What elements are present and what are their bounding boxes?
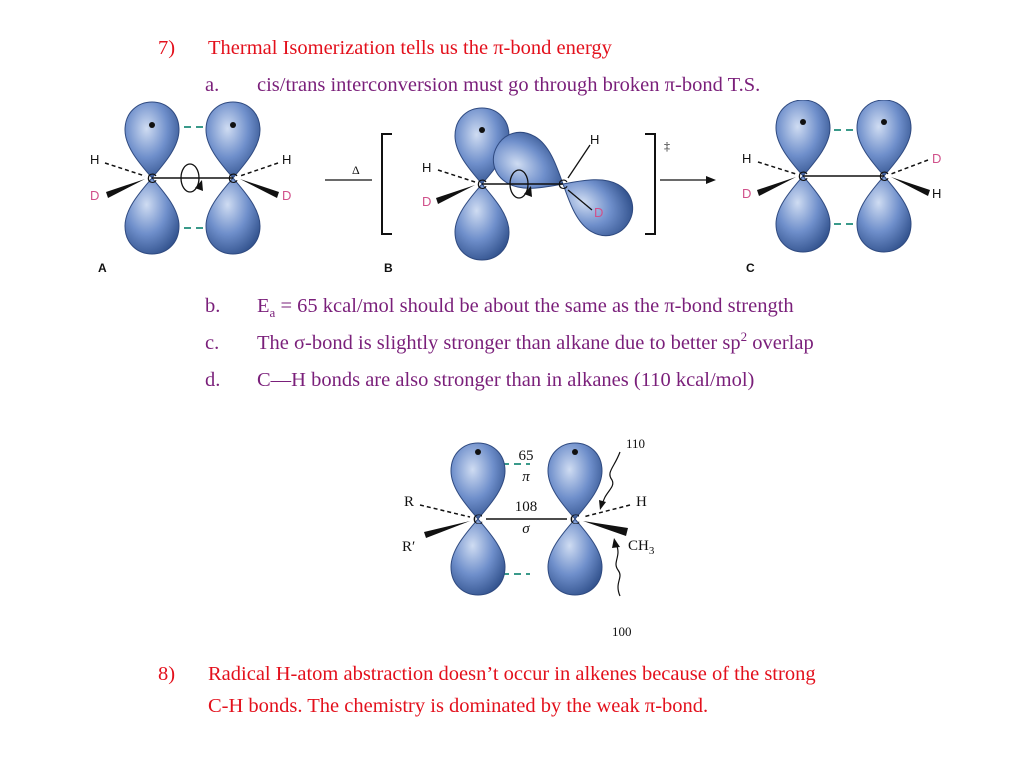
panel-a-d-left: D [90,188,99,203]
fig2-carbon-right: C [570,512,580,528]
item-7c-text-end: overlap [747,332,814,354]
item-7d-text: C—H bonds are also stronger than in alka… [257,369,755,391]
panel-a-h-left: H [90,152,99,167]
activation-energy-subscript: a [269,305,276,321]
panel-label-b: B [384,261,393,275]
panel-b-h-right: H [590,132,599,147]
item-7-text: Thermal Isomerization tells us the π-bon… [208,37,612,59]
fig2-carbon-left: C [473,512,483,528]
item-7a-marker: a. [205,74,220,96]
ch-energy-110: 110 [626,436,645,451]
panel-b-molecule: C C H D H D B [384,107,643,275]
panel-a-carbon-left: C [147,170,157,186]
substituent-h: H [636,494,647,510]
activation-energy-symbol: E [257,295,270,317]
pi-symbol: π [522,469,530,485]
panel-c-h-left: H [742,151,751,166]
panel-a-d-right: D [282,188,291,203]
item-8-number: 8) [158,663,176,685]
panel-c-d-right: D [932,151,941,166]
panel-c-molecule: C C H D D H C [742,100,941,275]
panel-a-carbon-right: C [228,170,238,186]
item-7-number: 7) [158,37,176,59]
item-7a-text: cis/trans interconversion must go throug… [257,74,761,96]
item-7d-marker: d. [205,369,221,391]
transition-state-symbol: ‡ [664,139,670,153]
item-7b-marker: b. [205,295,221,317]
substituent-ch3: CH3 [628,538,655,557]
item-8-text-line1: Radical H-atom abstraction doesn’t occur… [208,663,816,685]
panel-b-carbon-left: C [477,176,487,192]
sigma-symbol: σ [522,521,530,537]
substituent-r-prime: R′ [402,539,415,555]
panel-c-d-left: D [742,186,751,201]
sp2-superscript: 2 [740,329,748,345]
item-7c-text: The σ-bond is slightly stronger than alk… [257,332,741,354]
item-7c-marker: c. [205,332,220,354]
substituent-r: R [404,494,414,510]
panel-b-d-left: D [422,194,431,209]
panel-c-h-right: H [932,186,941,201]
item-8-text-line2: C-H bonds. The chemistry is dominated by… [208,695,709,717]
panel-b-d-right: D [594,205,603,220]
ch-energy-100: 100 [612,624,632,639]
heat-delta-symbol: Δ [352,163,360,177]
panel-label-c: C [746,261,755,275]
panel-b-carbon-right: C [558,176,568,192]
item-7b-text: = 65 kcal/mol should be about the same a… [275,295,794,317]
panel-c-carbon-left: C [798,168,808,184]
reaction-arrow-head [706,176,716,184]
bond-energy-figure: C C 65 π 108 σ 110 100 R R′ H CH3 [402,436,655,639]
pi-bond-energy: 65 [519,448,534,464]
panel-a-molecule: C C H D H D A [90,101,291,275]
panel-label-a: A [98,261,107,275]
isomerization-figure: C C H D H D A Δ ‡ C C H D H D B [90,100,941,275]
panel-b-h-left: H [422,160,431,175]
sigma-bond-energy: 108 [515,499,538,515]
panel-c-carbon-right: C [879,168,889,184]
panel-a-h-right: H [282,152,291,167]
